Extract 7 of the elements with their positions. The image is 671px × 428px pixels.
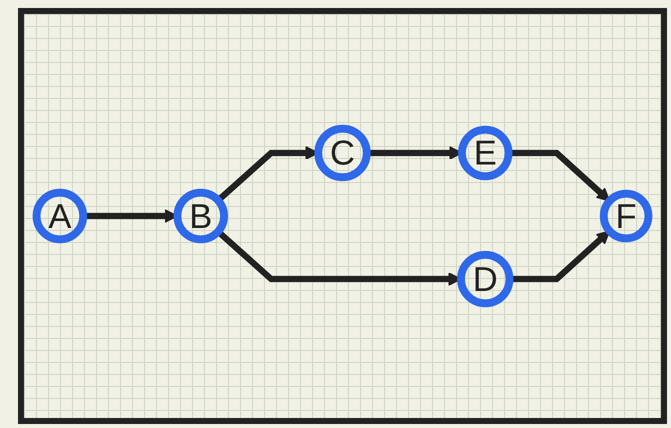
node-circle (173, 188, 228, 244)
node-circle (600, 190, 652, 242)
grid-paper-background: A B C E D F (18, 8, 667, 424)
node-circle (32, 188, 88, 244)
node-circle (314, 124, 371, 182)
node-circle (457, 250, 514, 308)
node-circle (458, 126, 512, 180)
